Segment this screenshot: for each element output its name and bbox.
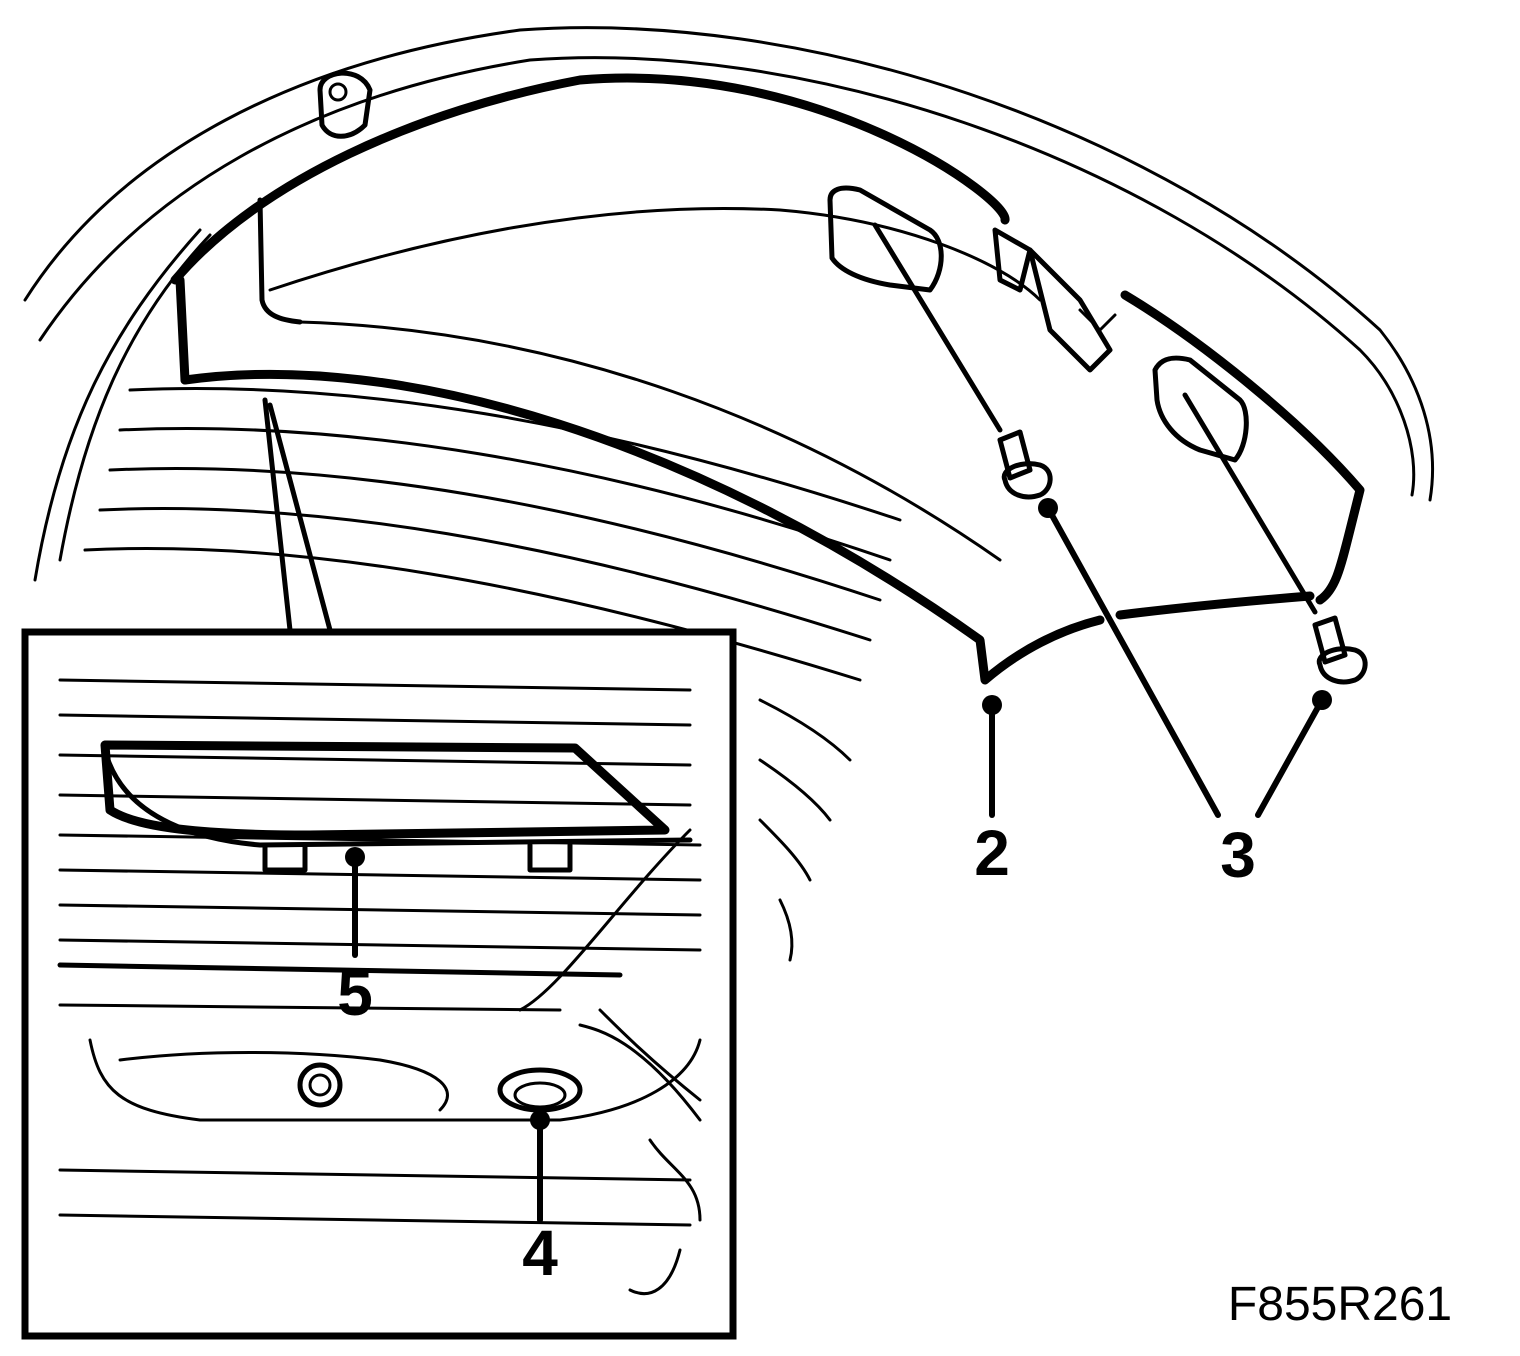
- screw-3a: [997, 429, 1053, 500]
- screw-axis-lines: [872, 222, 1318, 615]
- callout-5: 5: [337, 957, 373, 1029]
- callout-3: 3: [1220, 819, 1256, 891]
- callout-4: 4: [522, 1217, 558, 1289]
- trim-panel-2: [170, 73, 1365, 685]
- leader-5: [345, 847, 365, 958]
- leader-4: [530, 1110, 550, 1223]
- inset-pointer: [262, 397, 333, 633]
- callout-2: 2: [974, 817, 1010, 889]
- figure-reference: F855R261: [1228, 1278, 1452, 1331]
- screw-3b: [1312, 615, 1368, 685]
- leader-2: [982, 695, 1002, 818]
- detail-inset: [21, 628, 737, 1340]
- leader-3: [1038, 498, 1332, 818]
